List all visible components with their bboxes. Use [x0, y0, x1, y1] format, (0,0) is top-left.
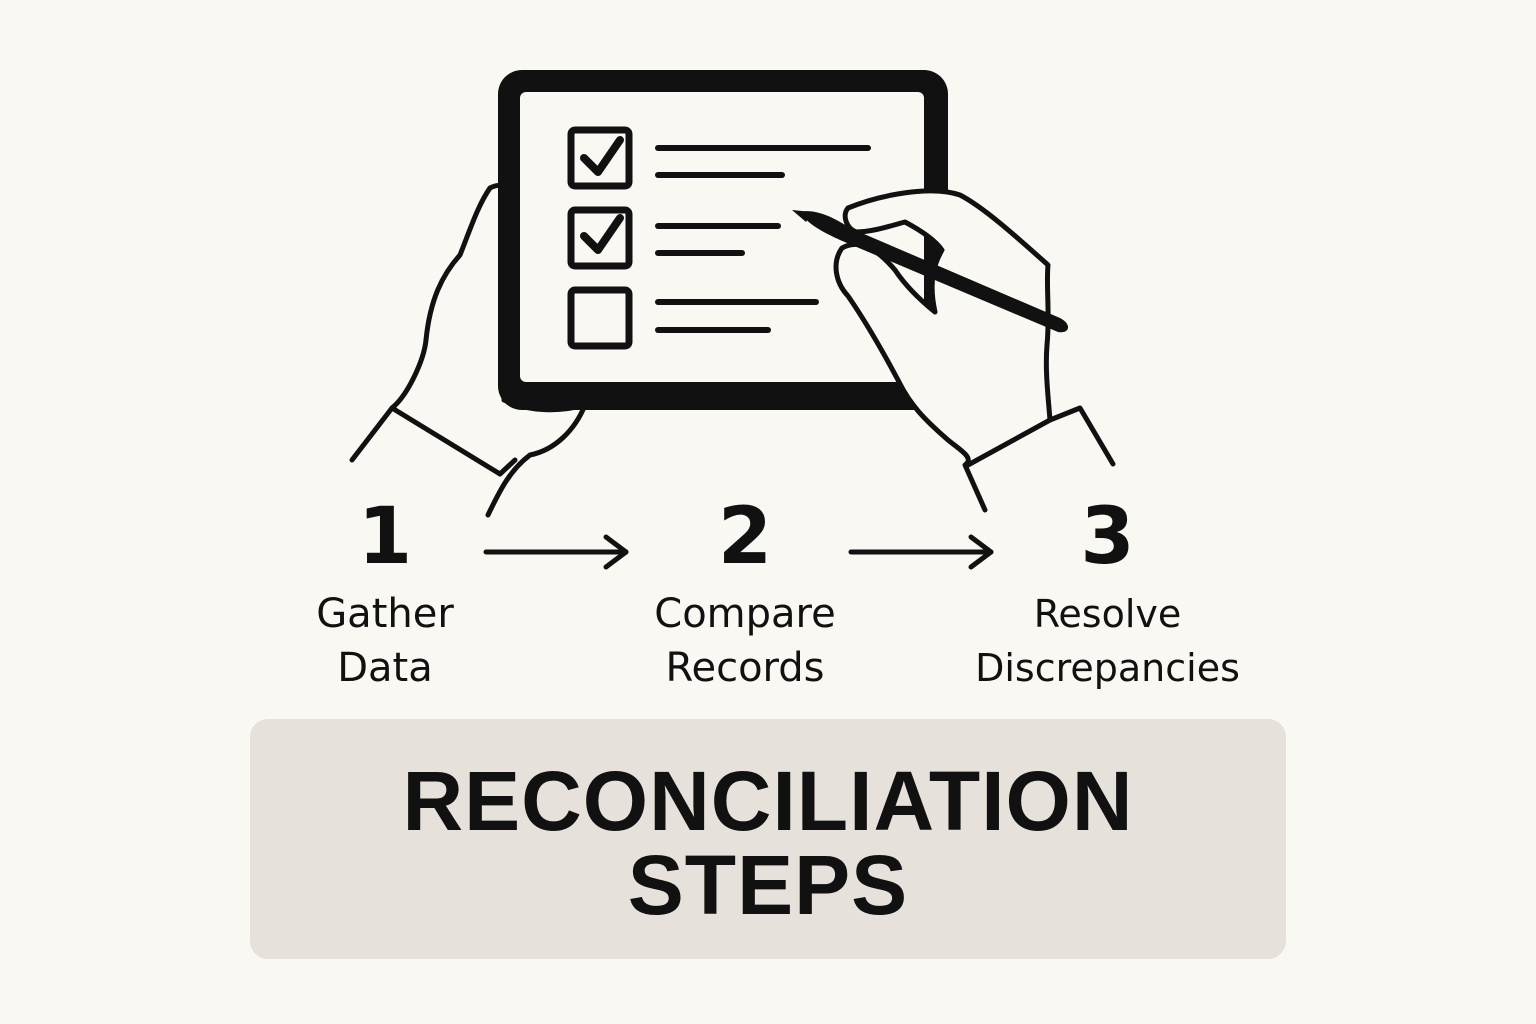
- step-3: 3 Resolve Discrepancies: [935, 497, 1280, 695]
- checkbox-icon: [567, 206, 633, 270]
- step-1: 1 Gather Data: [240, 497, 530, 695]
- checkbox-icon: [567, 286, 633, 350]
- pen-icon: [792, 210, 1069, 333]
- arrow-right-icon: [848, 534, 994, 570]
- tablet-icon: [498, 70, 948, 410]
- step-label-line: Resolve: [1033, 592, 1182, 636]
- step-number: 1: [357, 492, 413, 582]
- arrow-right-icon: [483, 534, 629, 570]
- checkbox-icon: [567, 126, 633, 190]
- right-hand-icon: [833, 188, 1116, 513]
- step-number: 2: [717, 492, 773, 582]
- checklist: [567, 126, 871, 350]
- step-label-line: Compare: [654, 591, 836, 637]
- checkmark-icon: [580, 136, 624, 176]
- title-line: RECONCILIATION: [402, 754, 1134, 848]
- step-label: Resolve Discrepancies: [935, 587, 1280, 695]
- title-banner: RECONCILIATION STEPS: [250, 719, 1286, 959]
- step-label-line: Discrepancies: [975, 646, 1240, 690]
- step-label-line: Data: [337, 645, 433, 691]
- checkmark-icon: [580, 214, 624, 254]
- step-label: Compare Records: [600, 587, 890, 695]
- step-number: 3: [1080, 492, 1135, 582]
- step-label-line: Records: [665, 645, 825, 691]
- step-label-line: Gather: [316, 591, 454, 637]
- page-title: RECONCILIATION STEPS: [250, 759, 1286, 927]
- step-label: Gather Data: [240, 587, 530, 695]
- title-line: STEPS: [627, 838, 909, 932]
- step-2: 2 Compare Records: [600, 497, 890, 695]
